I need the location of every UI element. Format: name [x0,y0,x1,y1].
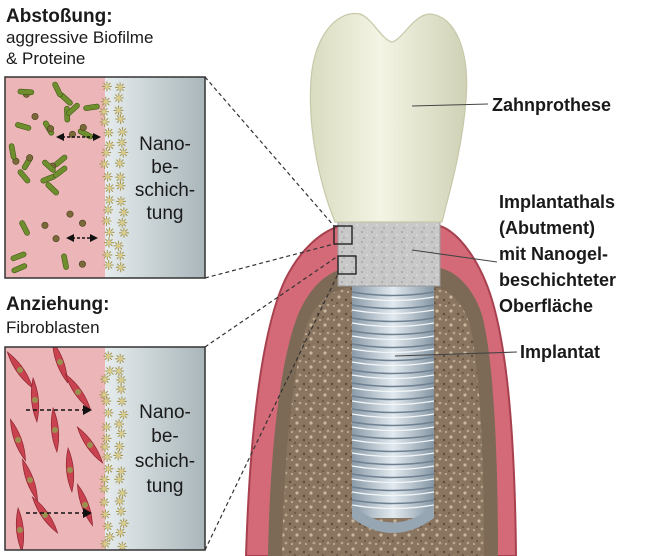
biofilm-bacteria [8,81,100,274]
svg-text:be-: be- [151,157,178,178]
svg-text:Oberfläche: Oberfläche [499,296,593,316]
connector-lines [204,76,339,551]
svg-text:be-: be- [151,426,178,447]
panel-repulsion [5,77,205,278]
label-abutment: Implantathals (Abutment) mit Nanogel- be… [499,192,616,316]
svg-text:schich-: schich- [135,180,195,201]
svg-text:mit Nanogel-: mit Nanogel- [499,244,608,264]
svg-text:Nano-: Nano- [139,402,191,423]
implant-screw [351,280,435,533]
label-implant: Implantat [520,342,600,362]
coating-label-bottom: Nano- be- schich- tung [135,402,195,497]
nano-particles [98,81,129,273]
fibroblast-cells [6,347,104,550]
detail-marker-bottom [337,255,357,275]
attraction-subtitle: Fibroblasten [6,318,100,337]
coating-label-top: Nano- be- schich- tung [135,134,195,224]
arrow-head-right-icon [83,508,92,518]
attraction-heading: Anziehung: [6,294,109,315]
svg-text:tung: tung [147,476,184,497]
repulsion-subtitle-2: & Proteine [6,49,85,68]
svg-text:schich-: schich- [135,451,195,472]
nano-particles [99,351,129,550]
arrow-head-left-icon [66,234,74,242]
arrow-head-right-icon [83,405,92,415]
panel-attraction [5,347,205,550]
arrow-head-right-icon [93,133,101,141]
detail-marker-top [333,225,353,245]
svg-text:Nano-: Nano- [139,134,191,155]
svg-text:(Abutment): (Abutment) [499,218,595,238]
repulsion-subtitle-1: aggressive Biofilme [6,28,153,47]
repulsion-heading: Abstoßung: [6,6,113,27]
leader-lines [394,103,518,357]
attraction-arrows [26,409,84,514]
arrow-head-right-icon [90,234,98,242]
svg-text:Implantathals: Implantathals [499,192,615,212]
arrow-head-left-icon [56,133,64,141]
label-crown: Zahnprothese [492,95,611,115]
svg-text:tung: tung [147,203,184,224]
svg-text:beschichteter: beschichteter [499,270,616,290]
crown [309,12,468,223]
